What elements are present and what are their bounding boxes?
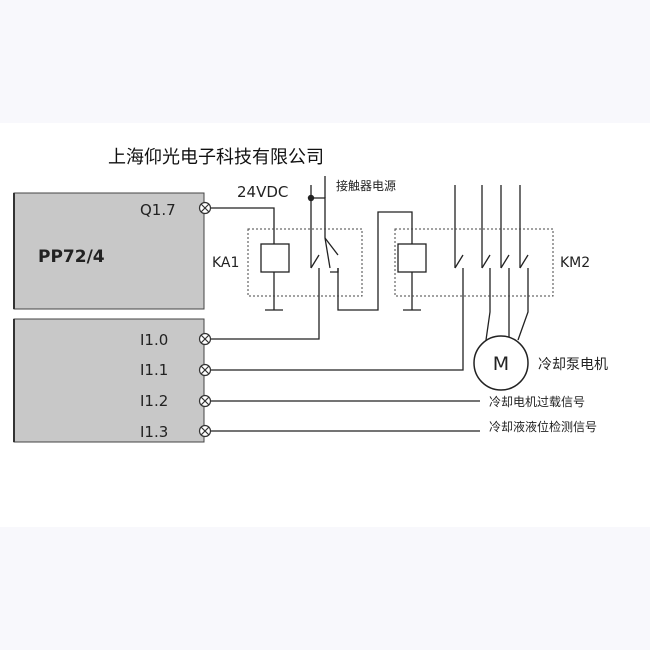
motor-name: 冷却泵电机 xyxy=(538,357,608,373)
terminal-i12-label: I1.2 xyxy=(140,392,168,410)
km2-label: KM2 xyxy=(560,255,590,271)
motor-symbol: M xyxy=(493,353,509,375)
wiring xyxy=(211,176,529,432)
terminal-q17-label: Q1.7 xyxy=(140,201,176,219)
terminal-i13-icon xyxy=(198,424,212,438)
level-signal-label: 冷却液液位检测信号 xyxy=(489,419,597,434)
plc-input-block xyxy=(13,318,205,443)
plc-module-label: PP72/4 xyxy=(38,247,105,267)
km2-coil xyxy=(397,243,427,273)
terminal-i12-icon xyxy=(198,394,212,408)
contactor-supply-label: 接触器电源 xyxy=(336,178,396,193)
overload-signal-label: 冷却电机过载信号 xyxy=(489,395,585,409)
bottom-background xyxy=(0,527,650,650)
ka1-label: KA1 xyxy=(212,255,239,271)
supply-junction-dot xyxy=(307,194,315,202)
motor-icon xyxy=(473,335,529,391)
terminal-i13-label: I1.3 xyxy=(140,423,168,441)
company-name: 上海仰光电子科技有限公司 xyxy=(108,147,324,168)
ka1-enclosure xyxy=(247,228,363,297)
km2-enclosure xyxy=(394,228,554,297)
terminal-q17-icon xyxy=(198,201,212,215)
supply-voltage-label: 24VDC xyxy=(237,183,288,201)
top-background xyxy=(0,0,650,123)
terminal-i11-label: I1.1 xyxy=(140,361,168,379)
terminal-i10-label: I1.0 xyxy=(140,331,168,349)
ka1-coil xyxy=(260,243,290,273)
terminal-i11-icon xyxy=(198,363,212,377)
terminal-i10-icon xyxy=(198,332,212,346)
